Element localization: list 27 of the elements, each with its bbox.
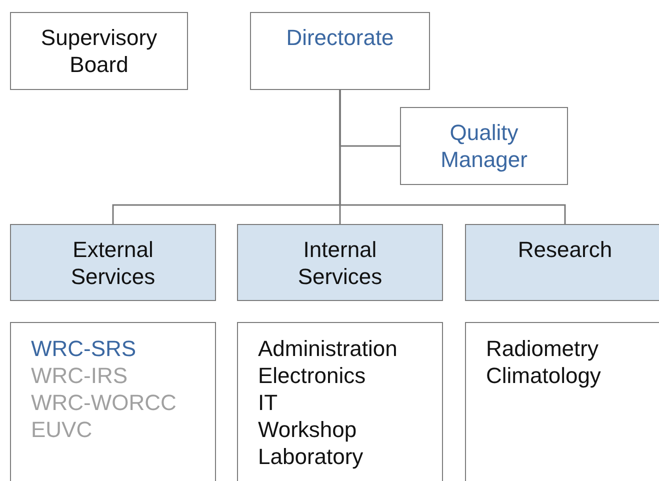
list-item: WRC-SRS xyxy=(31,335,136,362)
list-box xyxy=(10,322,216,481)
box-label: Supervisory Board xyxy=(40,24,158,78)
list-item: Administration xyxy=(258,335,398,362)
list-item: Electronics xyxy=(258,362,366,389)
list-item: Laboratory xyxy=(258,443,364,470)
org-box xyxy=(250,12,430,90)
list-box xyxy=(465,322,659,481)
list-box xyxy=(237,322,443,481)
department-box xyxy=(237,224,443,301)
list-item: Workshop xyxy=(258,416,357,443)
box-label: Research xyxy=(518,236,612,263)
list-item: IT xyxy=(258,389,278,416)
list-item: Climatology xyxy=(486,362,601,389)
org-box xyxy=(400,107,568,185)
box-label: Quality Manager xyxy=(440,119,528,173)
org-box xyxy=(10,12,188,90)
box-label: Directorate xyxy=(286,24,394,51)
box-label: Internal Services xyxy=(296,236,384,290)
box-label: External Services xyxy=(70,236,156,290)
list-item: Radiometry xyxy=(486,335,598,362)
list-item: EUVC xyxy=(31,416,92,443)
connector-line xyxy=(339,90,566,224)
list-item: WRC-WORCC xyxy=(31,389,176,416)
department-box xyxy=(10,224,216,301)
department-box xyxy=(465,224,659,301)
list-item: WRC-IRS xyxy=(31,362,128,389)
